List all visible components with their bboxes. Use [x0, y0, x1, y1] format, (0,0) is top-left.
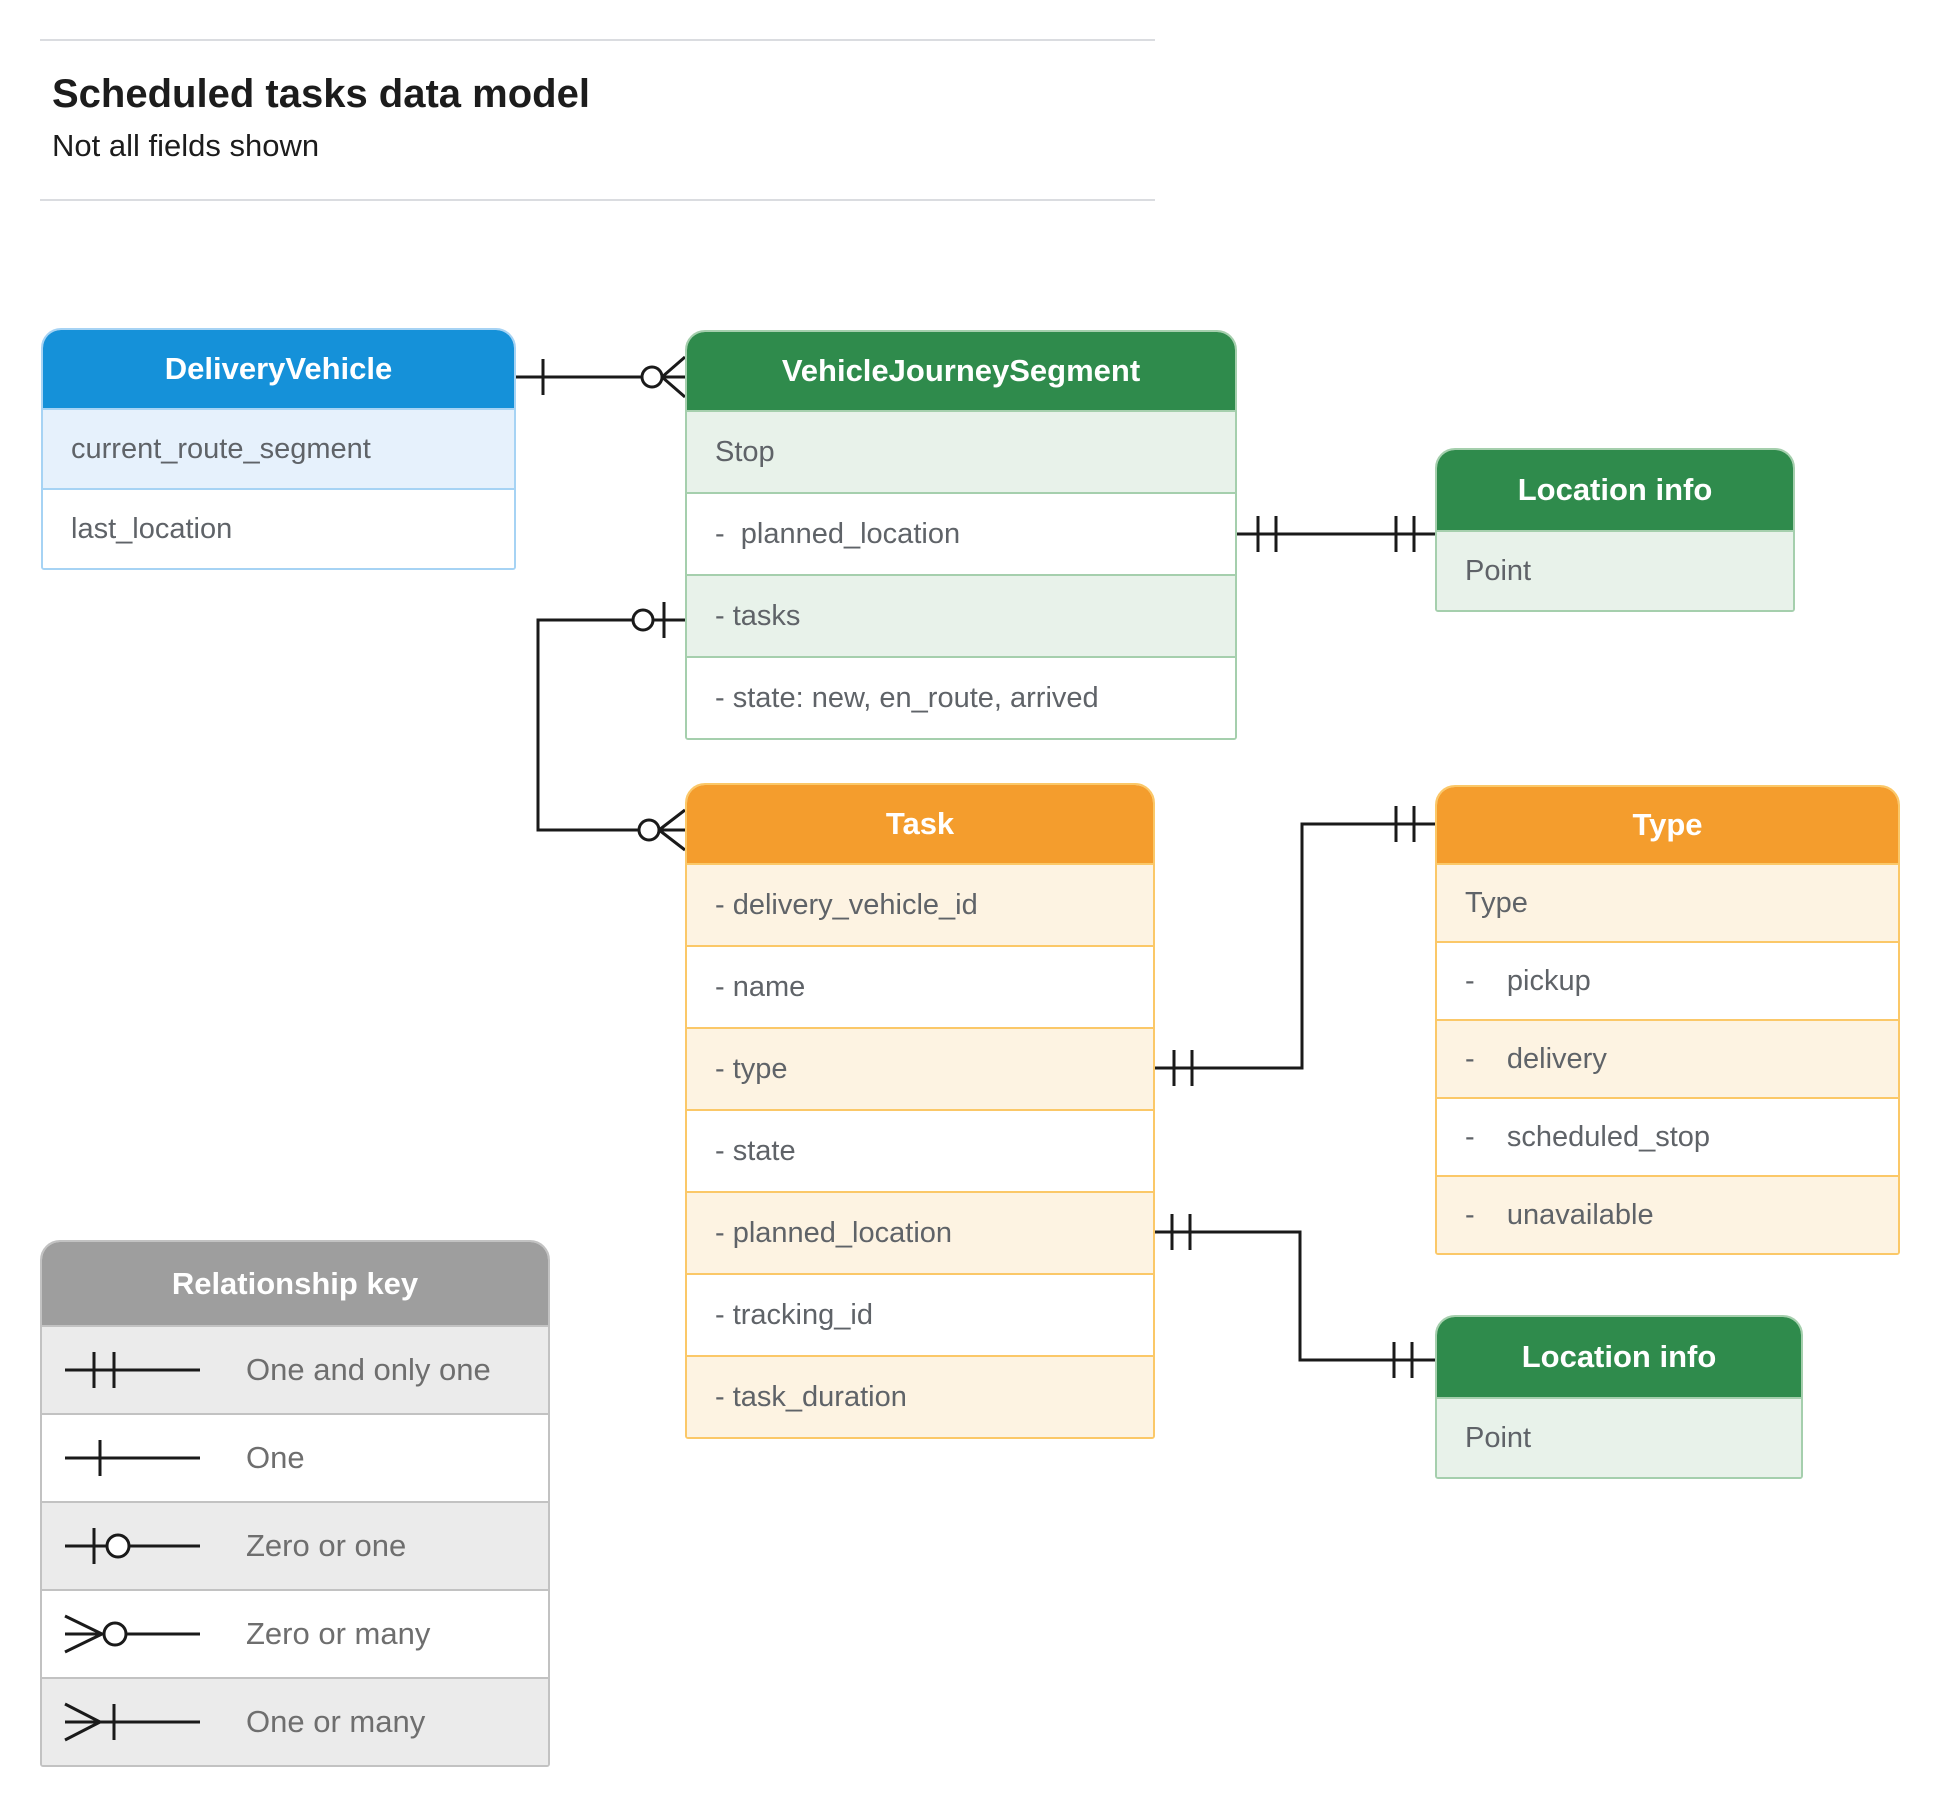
connector-tasks-task	[536, 602, 686, 852]
relationship-key: Relationship key One and only one One	[40, 1240, 550, 1767]
field-type: Type	[1437, 863, 1898, 941]
field-name: - name	[687, 945, 1153, 1027]
entity-title: Type	[1632, 807, 1703, 842]
entity-type: Type Type - pickup - delivery - schedule…	[1435, 785, 1900, 1255]
field-last-location: last_location	[43, 488, 514, 568]
entity-type-header: Type	[1437, 787, 1898, 863]
legend-row-one-or-many: One or many	[42, 1677, 548, 1765]
legend-label: Zero or one	[246, 1528, 407, 1563]
connector-plannedlocation-locationinfo-top	[1237, 516, 1435, 552]
field-unavailable: - unavailable	[1437, 1175, 1898, 1253]
field-type: - type	[687, 1027, 1153, 1109]
legend-label: Zero or many	[246, 1616, 431, 1651]
zero-or-many-icon	[64, 1614, 200, 1654]
legend-label: One and only one	[246, 1352, 491, 1387]
field-delivery: - delivery	[1437, 1019, 1898, 1097]
relationship-key-header: Relationship key	[42, 1242, 548, 1325]
field-current-route-segment: current_route_segment	[43, 408, 514, 488]
entity-title: Location info	[1521, 1339, 1717, 1374]
entity-title: Location info	[1517, 472, 1713, 507]
entity-delivery-vehicle-header: DeliveryVehicle	[43, 330, 514, 408]
field-scheduled-stop: - scheduled_stop	[1437, 1097, 1898, 1175]
entity-title: DeliveryVehicle	[164, 351, 393, 386]
entity-vehicle-journey-segment: VehicleJourneySegment Stop - planned_loc…	[685, 330, 1237, 740]
entity-task: Task - delivery_vehicle_id - name - type…	[685, 783, 1155, 1439]
legend-row-one: One	[42, 1413, 548, 1501]
connector-type-type-table	[1155, 806, 1435, 1086]
entity-location-info-top-header: Location info	[1437, 450, 1793, 530]
entity-location-info-bottom: Location info Point	[1435, 1315, 1803, 1479]
entity-title: VehicleJourneySegment	[781, 353, 1141, 388]
top-rule	[40, 39, 1155, 41]
connector-deliveryvehicle-vehiclejourneysegment	[516, 355, 686, 399]
field-point: Point	[1437, 530, 1793, 610]
one-and-only-one-icon	[65, 1352, 200, 1388]
one-icon	[65, 1440, 200, 1476]
field-planned-location: - planned_location	[687, 492, 1235, 574]
legend-row-zero-or-many: Zero or many	[42, 1589, 548, 1677]
legend-row-zero-or-one: Zero or one	[42, 1501, 548, 1589]
field-tasks: - tasks	[687, 574, 1235, 656]
field-point: Point	[1437, 1397, 1801, 1477]
entity-title: Task	[885, 806, 955, 841]
legend-row-one-and-only-one: One and only one	[42, 1325, 548, 1413]
field-state: - state	[687, 1109, 1153, 1191]
relationship-key-title: Relationship key	[171, 1265, 419, 1301]
entity-task-header: Task	[687, 785, 1153, 863]
legend-label: One	[246, 1440, 305, 1475]
field-state: - state: new, en_route, arrived	[687, 656, 1235, 738]
field-tracking-id: - tracking_id	[687, 1273, 1153, 1355]
connector-plannedlocation-locationinfo-bottom	[1155, 1214, 1435, 1378]
field-pickup: - pickup	[1437, 941, 1898, 1019]
page-subtitle: Not all fields shown	[52, 128, 320, 163]
zero-or-one-icon	[65, 1528, 200, 1564]
page-title: Scheduled tasks data model	[52, 72, 590, 116]
field-planned-location: - planned_location	[687, 1191, 1153, 1273]
entity-vehicle-journey-segment-header: VehicleJourneySegment	[687, 332, 1235, 410]
one-or-many-icon	[64, 1702, 200, 1742]
entity-location-info-top: Location info Point	[1435, 448, 1795, 612]
entity-delivery-vehicle: DeliveryVehicle current_route_segment la…	[41, 328, 516, 570]
field-stop: Stop	[687, 410, 1235, 492]
field-delivery-vehicle-id: - delivery_vehicle_id	[687, 863, 1153, 945]
legend-label: One or many	[246, 1704, 426, 1739]
entity-location-info-bottom-header: Location info	[1437, 1317, 1801, 1397]
header-bottom-rule	[40, 199, 1155, 201]
field-task-duration: - task_duration	[687, 1355, 1153, 1437]
